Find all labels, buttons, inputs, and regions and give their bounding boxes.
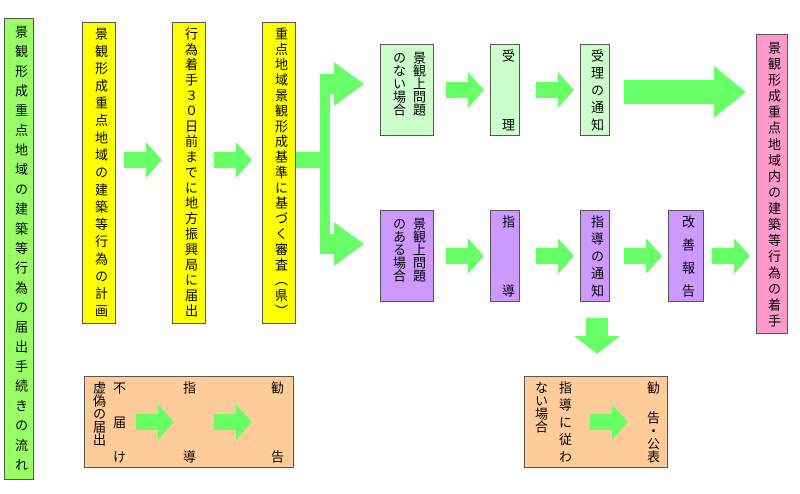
arrow-right-icon (446, 238, 484, 274)
arrow-right-icon (624, 238, 662, 274)
arrow-right-icon (536, 238, 574, 274)
problem-box: 景観上問題 のある場合 (380, 210, 434, 302)
final-recommend-top: 勧 (644, 381, 659, 394)
arrow-right-icon (446, 72, 484, 108)
guidance-notice-text: 指導の通知 (588, 215, 603, 297)
notify-box: 行為着手３０日前までに地方振興局に届出 (172, 22, 206, 324)
acceptance-notice-text: 受理の通知 (588, 49, 603, 131)
final-recommend-bottom: 告・公表 (644, 411, 659, 463)
flow-title-box: 景観形成重点地域の建築等行為の届出手続きの流れ (4, 18, 34, 480)
guidance-bottom: 導 (499, 284, 514, 297)
arrow-right-icon (214, 404, 252, 440)
problem-line1: 景観上問題 (410, 217, 425, 282)
arrow-right-icon (214, 142, 252, 178)
review-text: 重点地域景観形成基準に基づく審査（県） (272, 27, 287, 317)
acceptance-box: 受 理 (490, 44, 520, 136)
arrow-right-icon (124, 142, 162, 178)
branch-arrow-icon (296, 62, 364, 266)
acceptance-notice-box: 受理の通知 (580, 44, 610, 136)
plan-box: 景観形成重点地域の建築等行為の計画 (82, 22, 116, 324)
false-notify-line1: 不届け (110, 381, 125, 463)
acceptance-bottom: 理 (499, 118, 514, 131)
noncompliance-line1: 指導に従わ (556, 381, 571, 463)
false-recommend-bottom: 告 (268, 450, 283, 463)
false-notify-box: 虚偽の届出 不届け 指 導 勧 告 (84, 376, 294, 468)
noncompliance-line2: ない場合 (532, 381, 547, 433)
false-guidance-top: 指 (180, 381, 195, 394)
start-box: 景観形成重点地域内の建築等行為の着手 (756, 34, 788, 334)
long-arrow-right-icon (624, 66, 746, 118)
review-box: 重点地域景観形成基準に基づく審査（県） (262, 22, 296, 324)
no-problem-line2: のない場合 (390, 51, 405, 116)
improvement-report-box: 改善報告 (668, 210, 704, 302)
improvement-report-text: 改善報告 (679, 215, 694, 297)
guidance-box: 指 導 (490, 210, 520, 302)
arrow-right-icon (712, 238, 750, 274)
notify-text: 行為着手３０日前までに地方振興局に届出 (182, 27, 197, 317)
flow-title: 景観形成重点地域の建築等行為の届出手続きの流れ (12, 25, 27, 471)
false-notify-line2: 虚偽の届出 (90, 381, 105, 446)
false-guidance-bottom: 導 (180, 450, 195, 463)
problem-line2: のある場合 (390, 217, 405, 282)
no-problem-line1: 景観上問題 (410, 51, 425, 116)
arrow-right-icon (536, 72, 574, 108)
false-recommend-top: 勧 (268, 381, 283, 394)
guidance-top: 指 (499, 215, 514, 228)
no-problem-box: 景観上問題 のない場合 (380, 44, 434, 136)
arrow-right-icon (136, 404, 174, 440)
guidance-notice-box: 指導の通知 (580, 210, 610, 302)
acceptance-top: 受 (499, 49, 514, 62)
start-text: 景観形成重点地域内の建築等行為の着手 (765, 41, 780, 327)
arrow-right-icon (590, 404, 628, 440)
plan-text: 景観形成重点地域の建築等行為の計画 (92, 27, 107, 317)
arrow-down-icon (574, 318, 620, 354)
